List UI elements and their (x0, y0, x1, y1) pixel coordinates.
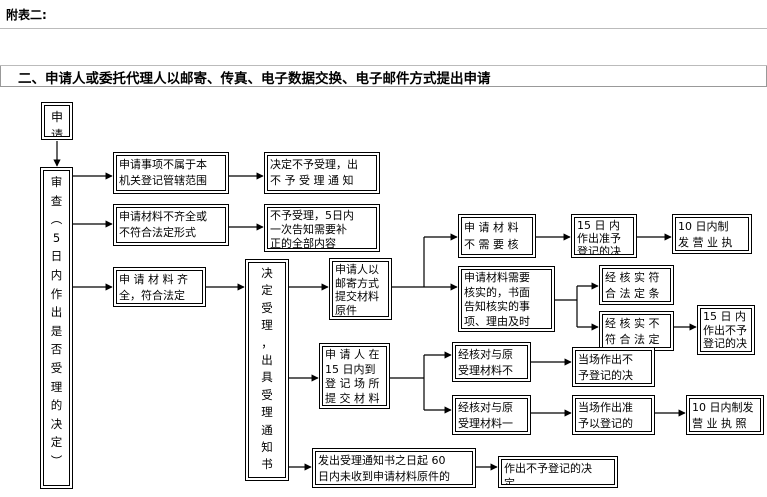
node-compare-match: 经核对与原 受理材料一 (452, 395, 531, 435)
node-materials-incomplete: 申请材料不齐全或 不符合法定形式 (113, 204, 229, 246)
node-deny-registration: 作出不予登记的决 定 (498, 456, 618, 488)
node-license-10-a: 10 日内制 发 营 业 执 (672, 214, 752, 254)
node-decide-15-approve: 15 日 内 作出准予 登记的决 (571, 214, 637, 258)
node-apply: 申 请 (41, 102, 73, 140)
page-title: 二、申请人或委托代理人以邮寄、传真、电子数据交换、电子邮件方式提出申请 (18, 71, 491, 87)
header-top-row: 附表二: (0, 0, 767, 29)
node-not-accept: 决定不予受理，出 不 予 受 理 通 知 (264, 152, 380, 194)
node-accept-decision: 决 定 受 理 ， 出 具 受 理 通 知 书 (245, 259, 289, 481)
node-onsite-deny: 当场作出不 予登记的决 (572, 347, 655, 387)
node-materials-complete: 申 请 材 料 齐 全，符合法定 (113, 267, 206, 307)
node-need-verify: 申请材料需要 核实的，书面 告知核实的事 项、理由及时 (458, 266, 555, 332)
node-license-10-b: 10 日内制发 营 业 执 照 (686, 395, 764, 435)
header-title-row: 二、申请人或委托代理人以邮寄、传真、电子数据交换、电子邮件方式提出申请 (0, 29, 767, 87)
node-mail-submit: 申请人以 邮寄方式 提交材料 原件 (329, 258, 392, 320)
node-onsite-approve: 当场作出准 予以登记的 (572, 395, 655, 435)
node-in-person-15: 申 请 人 在 15 日内到 登 记 场 所 提 交 材 料 (319, 343, 390, 409)
node-not-in-scope: 申请事项不属于本 机关登记管辖范围 (113, 152, 229, 194)
appendix-label: 附表二: (6, 8, 47, 22)
node-verified-not-ok: 经 核 实 不 符 合 法 定 (599, 311, 674, 351)
node-review: 审 查 ︵ 5 日 内 作 出 是 否 受 理 的 决 定 ︶ (40, 167, 73, 489)
node-verified-ok: 经 核 实 符 合 法 定 条 (599, 265, 674, 305)
node-notify-supplement: 不予受理，5日内 一次告知需要补 正的全部内容 (264, 204, 380, 252)
node-decide-15-deny: 15 日 内 作出不予 登记的决 (697, 305, 755, 355)
node-no-verify: 申 请 材 料 不 需 要 核 (458, 214, 536, 258)
node-compare-mismatch: 经核对与原 受理材料不 (452, 342, 531, 382)
node-no-originals-60: 发出受理通知书之日起 60 日内未收到申请材料原件的 (312, 448, 476, 488)
